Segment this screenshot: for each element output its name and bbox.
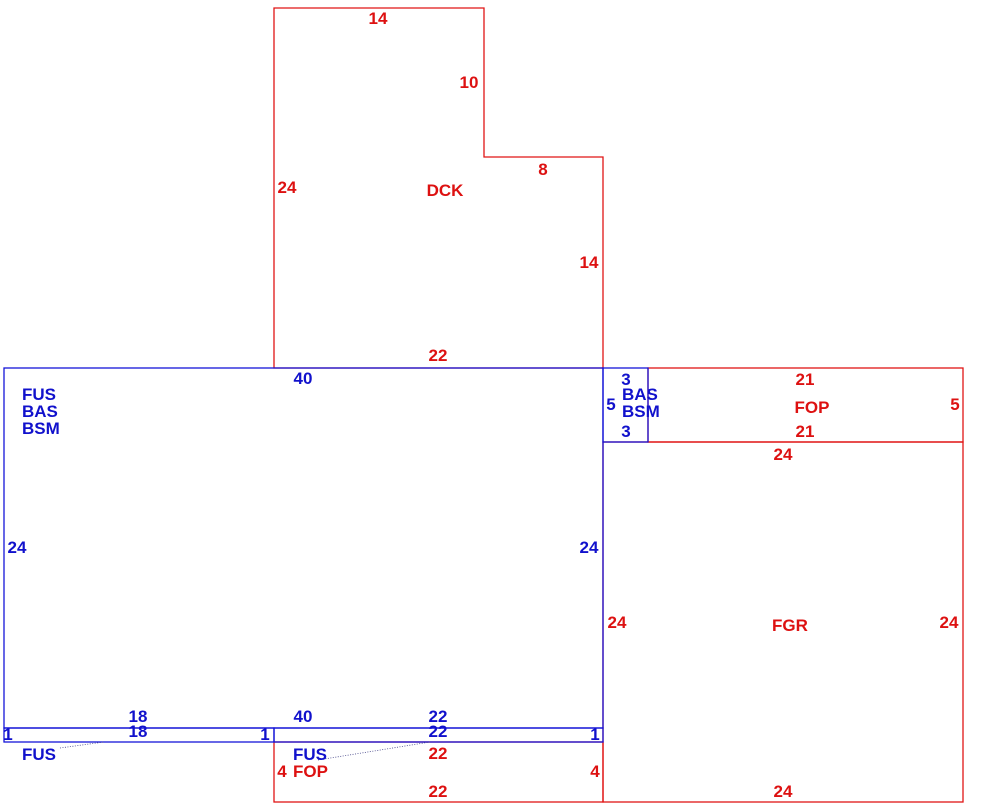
main-fus-label: FUS	[22, 385, 56, 404]
strip-left-right-dim: 1	[260, 725, 269, 744]
main-top-dim: 40	[294, 369, 313, 388]
fgr-bottom-dim: 24	[774, 782, 793, 801]
main-left-dim: 24	[8, 538, 27, 557]
dck-step-horizontal-dim: 8	[538, 160, 547, 179]
small-left-dim: 5	[606, 395, 615, 414]
fgr-right-dim: 24	[940, 613, 959, 632]
left-fus-area-label: FUS	[22, 745, 56, 764]
right-fus-strip-outline	[273, 727, 604, 743]
bottom-fus-area-label: FUS	[293, 745, 327, 764]
small-bas-label: BAS	[622, 385, 658, 404]
dck-bottom-dim: 22	[429, 346, 448, 365]
fop-area-label: FOP	[795, 398, 830, 417]
small-bas-outline	[602, 367, 649, 443]
main-bottom-dim: 40	[294, 707, 313, 726]
strip-left-end-dim: 1	[3, 725, 12, 744]
fop-top-dim: 21	[796, 370, 815, 389]
dck-top-dim: 14	[369, 9, 388, 28]
main-bottom-left-dim: 18	[129, 707, 148, 726]
bottom-fop-left-dim: 4	[277, 762, 287, 781]
dck-step-vertical-dim: 10	[460, 73, 479, 92]
small-top-dim: 3	[621, 370, 630, 389]
fgr-area-label: FGR	[772, 616, 808, 635]
main-right-dim: 24	[580, 538, 599, 557]
small-bottom-dim: 3	[621, 422, 630, 441]
fgr-top-dim: 24	[774, 445, 793, 464]
main-building-outline	[3, 367, 604, 729]
dck-left-dim: 24	[278, 178, 297, 197]
bottom-fop-top-dim: 22	[429, 744, 448, 763]
strip-right-top-dim: 22	[429, 722, 448, 741]
fop-right-dim: 5	[950, 395, 959, 414]
main-bottom-right-dim: 22	[429, 707, 448, 726]
fgr-left-dim: 24	[608, 613, 627, 632]
left-fus-leader-line	[59, 741, 105, 749]
bottom-fop-area-label: FOP	[293, 762, 328, 781]
fop-bottom-dim: 21	[796, 422, 815, 441]
bottom-fus-leader-line	[317, 741, 431, 761]
dck-right-dim: 14	[580, 253, 599, 272]
dck-area-label: DCK	[427, 181, 465, 200]
main-bsm-label: BSM	[22, 419, 60, 438]
strip-left-top-dim: 18	[129, 722, 148, 741]
small-bsm-label: BSM	[622, 402, 660, 421]
main-bas-label: BAS	[22, 402, 58, 421]
bottom-fop-bottom-dim: 22	[429, 782, 448, 801]
strip-right-end-dim: 1	[590, 725, 599, 744]
bottom-fop-right-dim: 4	[590, 762, 600, 781]
